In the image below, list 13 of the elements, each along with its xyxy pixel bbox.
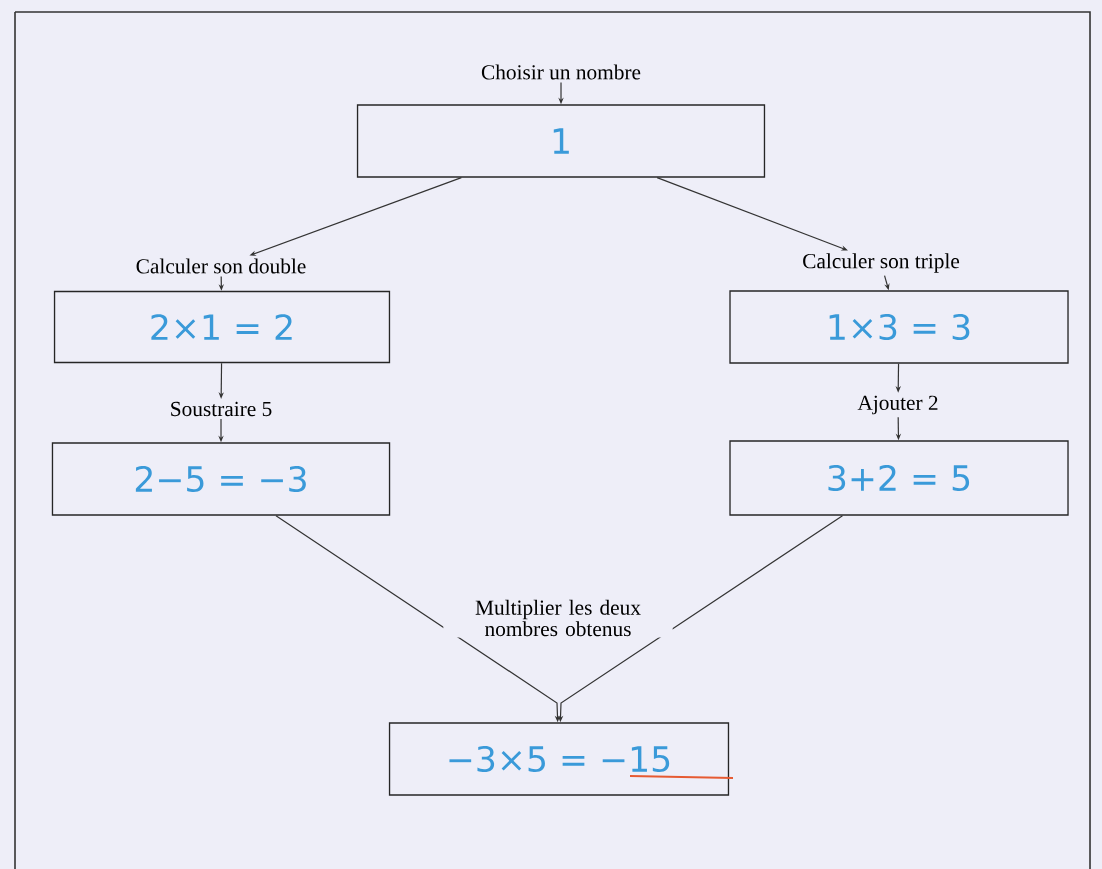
answer-box: 3+2 = 5	[729, 440, 1069, 516]
arrow	[656, 177, 848, 251]
answer-box: 2×1 = 2	[53, 290, 391, 364]
step-label: Choisir un nombre	[481, 64, 641, 80]
answer-box: −3×5 = −15	[388, 722, 730, 796]
step-label: Ajouter 2	[857, 395, 938, 415]
answer-box: 1	[356, 104, 766, 178]
answer-box: 2−5 = −3	[51, 442, 391, 516]
step-label: Soustraire 5	[171, 401, 272, 417]
step-label: Calculer son double	[136, 258, 306, 274]
answer-box: 1×3 = 3	[729, 290, 1069, 364]
step-label: Calculer son triple	[803, 253, 960, 273]
step-label: Multiplier les deux nombres obtenus	[443, 598, 673, 638]
